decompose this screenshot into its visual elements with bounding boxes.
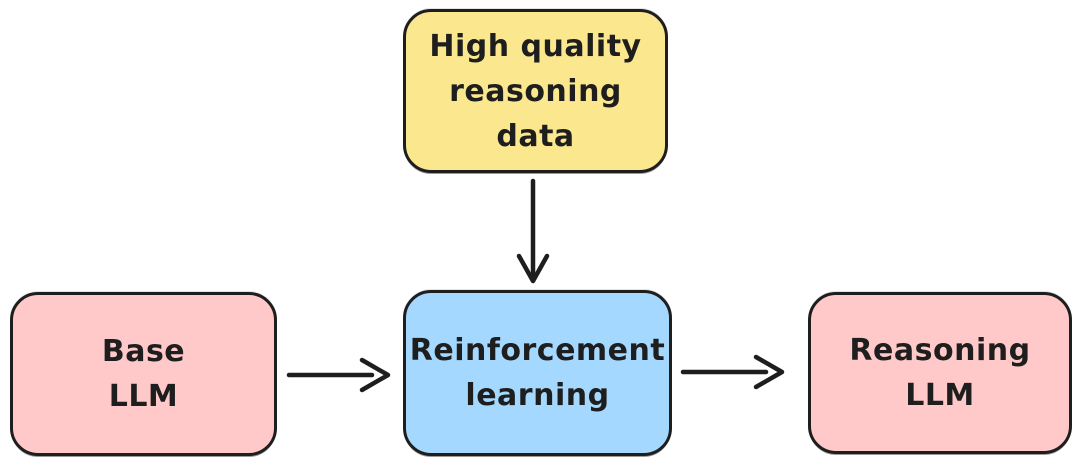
node-label-line: High quality — [429, 28, 642, 64]
node-reasoning-llm: Reasoning LLM — [808, 292, 1072, 454]
node-label-line: reasoning — [449, 73, 622, 109]
node-label-line: learning — [465, 378, 610, 413]
node-label-line: Reinforcement — [409, 333, 666, 368]
node-label-line: data — [496, 118, 575, 154]
node-high-quality-reasoning-data: High quality reasoning data — [403, 9, 668, 173]
node-label-line: Reasoning — [849, 333, 1031, 368]
node-label-line: Base — [101, 334, 186, 369]
node-label-line: LLM — [108, 379, 179, 414]
arrow-base-llm-to-reinforcement-learning — [286, 357, 391, 393]
node-base-llm: Base LLM — [10, 292, 277, 456]
node-reinforcement-learning: Reinforcement learning — [403, 290, 672, 456]
arrow-reinforcement-learning-to-reasoning-llm — [680, 354, 785, 390]
arrow-data-to-reinforcement-learning — [516, 178, 550, 284]
node-label-line: LLM — [905, 378, 975, 413]
